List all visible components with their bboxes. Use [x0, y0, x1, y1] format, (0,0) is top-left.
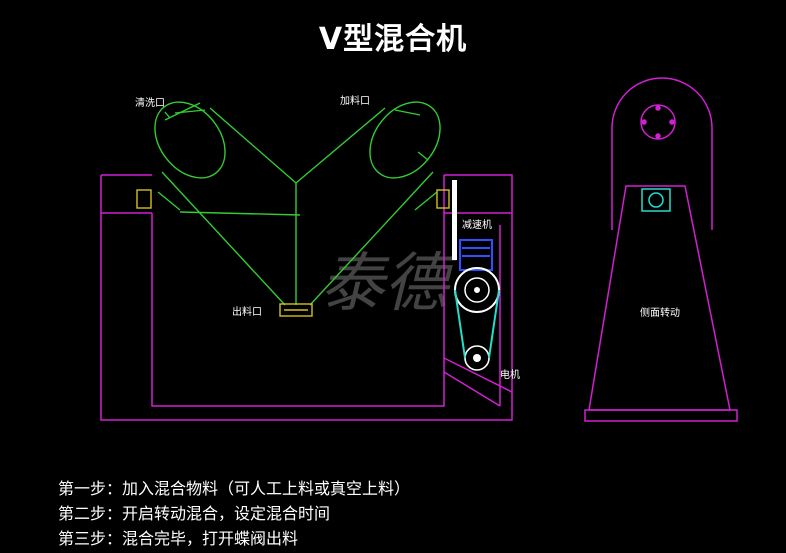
reducer-body: [459, 239, 493, 271]
chain: [454, 289, 500, 359]
step-2: 第二步：开启转动混合，设定混合时间: [58, 504, 331, 523]
fittings: [136, 189, 450, 317]
outlet-valve: [279, 303, 313, 317]
v-vessel: [154, 101, 441, 306]
side-bearing: [641, 188, 671, 212]
label-wash-port: 清洗口: [135, 96, 165, 109]
step-list: 第一步：加入混合物料（可人工上料或真空上料） 第二步：开启转动混合，设定混合时间…: [58, 476, 410, 551]
left-bearing: [136, 189, 152, 209]
drive: [452, 180, 500, 371]
label-motor: 电机: [500, 368, 520, 381]
side-flange: [640, 104, 676, 140]
page-title: V型混合机: [318, 22, 468, 57]
watermark: 泰德: [320, 247, 458, 321]
label-side-rotation: 侧面转动: [640, 306, 680, 319]
side-view: [584, 77, 738, 422]
label-reducer: 减速机: [462, 218, 492, 231]
step-1: 第一步：加入混合物料（可人工上料或真空上料）: [58, 479, 411, 498]
label-outlet: 出料口: [232, 305, 262, 318]
right-bearing: [436, 189, 450, 209]
port-fittings: [164, 109, 429, 161]
front-frame: [100, 174, 513, 421]
reducer-shaft: [452, 180, 457, 260]
step-3: 第三步：混合完毕，打开蝶阀出料: [58, 529, 299, 548]
label-feed-port: 加料口: [340, 94, 370, 107]
